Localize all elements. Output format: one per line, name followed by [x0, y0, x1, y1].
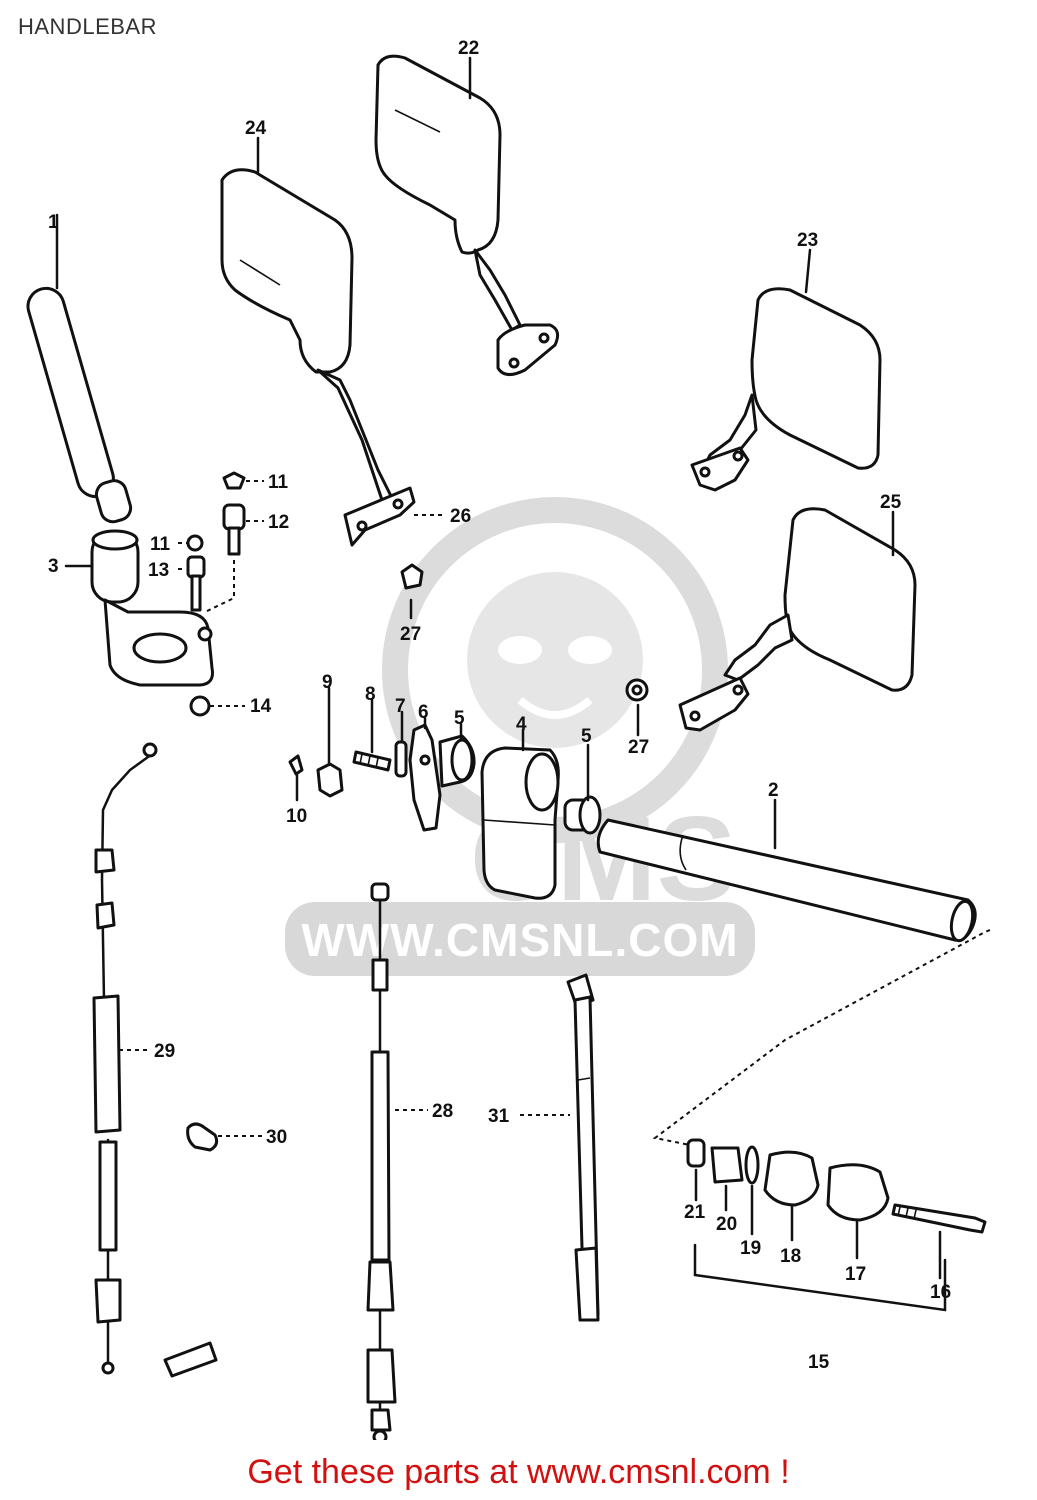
label-17: 17 [845, 1264, 866, 1285]
label-11a: 11 [268, 472, 289, 493]
label-23: 23 [797, 230, 818, 251]
label-20: 20 [716, 1214, 737, 1235]
part-27-nut-b [625, 678, 649, 702]
label-22: 22 [458, 38, 479, 59]
page-title: HANDLEBAR [18, 14, 157, 39]
label-15: 15 [808, 1352, 830, 1373]
part-27-nut-a [400, 563, 424, 590]
arrow-icon [163, 1341, 218, 1378]
label-5b: 5 [581, 726, 592, 747]
label-12: 12 [268, 512, 289, 533]
part-16-bolt [891, 1203, 987, 1234]
part-5b-collar [563, 795, 602, 835]
label-11b: 11 [150, 534, 171, 555]
part-5a-collar [438, 734, 476, 788]
label-8: 8 [365, 684, 376, 705]
label-30: 30 [266, 1127, 287, 1148]
label-2: 2 [768, 780, 779, 801]
part-8-spring [352, 750, 392, 772]
part-18-weight [763, 1150, 820, 1207]
label-1: 1 [48, 212, 59, 233]
label-16: 16 [930, 1282, 951, 1303]
label-31: 31 [488, 1106, 510, 1127]
part-2-handlebar [596, 818, 977, 943]
part-30-clip [186, 1122, 219, 1152]
label-4: 4 [516, 714, 527, 735]
label-18: 18 [780, 1246, 801, 1267]
part-21-nut [686, 1138, 706, 1168]
label-27a: 27 [400, 624, 421, 645]
part-11-washer [222, 471, 246, 490]
part-7-pin [394, 740, 408, 778]
part-22-mirror [374, 54, 560, 376]
part-17-weight [826, 1163, 890, 1222]
part-23-mirror [690, 287, 882, 492]
footer-link[interactable]: Get these parts at www.cmsnl.com ! [247, 1453, 790, 1491]
part-19-washer [744, 1145, 760, 1185]
part-1-grip [26, 286, 133, 524]
part-20-spacer [710, 1146, 744, 1184]
label-13: 13 [148, 560, 169, 581]
label-3: 3 [48, 556, 59, 577]
part-13-screw [186, 555, 206, 612]
part-11b-washer [186, 534, 204, 552]
part-14-nut [189, 695, 211, 717]
watermark-logo: CMS WWW.CMSNL.COM [285, 497, 755, 976]
part-12-bolt [222, 503, 246, 556]
label-24: 24 [245, 118, 267, 139]
part-4-clamp-body [480, 746, 560, 900]
parts-diagram: CMS WWW.CMSNL.COM [26, 38, 991, 1440]
label-27b: 27 [628, 737, 649, 758]
label-28: 28 [432, 1101, 453, 1122]
part-10-screw [288, 754, 304, 776]
label-7: 7 [395, 696, 406, 717]
label-6: 6 [418, 702, 429, 723]
label-19: 19 [740, 1238, 761, 1259]
label-14: 14 [250, 696, 272, 717]
part-26-clamp [343, 486, 416, 547]
label-10: 10 [286, 806, 307, 827]
label-5a: 5 [454, 708, 465, 729]
label-26: 26 [450, 506, 471, 527]
label-29: 29 [154, 1041, 175, 1062]
part-31-strap [566, 973, 600, 1322]
part-25-mirror [678, 507, 917, 732]
part-3-holder [90, 529, 214, 687]
part-6-lever [408, 723, 442, 832]
part-24-mirror [220, 168, 394, 502]
watermark-url: WWW.CMSNL.COM [301, 914, 738, 966]
part-28-cable [366, 882, 397, 1440]
label-21: 21 [684, 1202, 706, 1223]
part-9-bracket [316, 762, 344, 798]
label-25: 25 [880, 492, 902, 513]
label-9: 9 [322, 672, 333, 693]
part-29-cable [92, 742, 158, 1375]
